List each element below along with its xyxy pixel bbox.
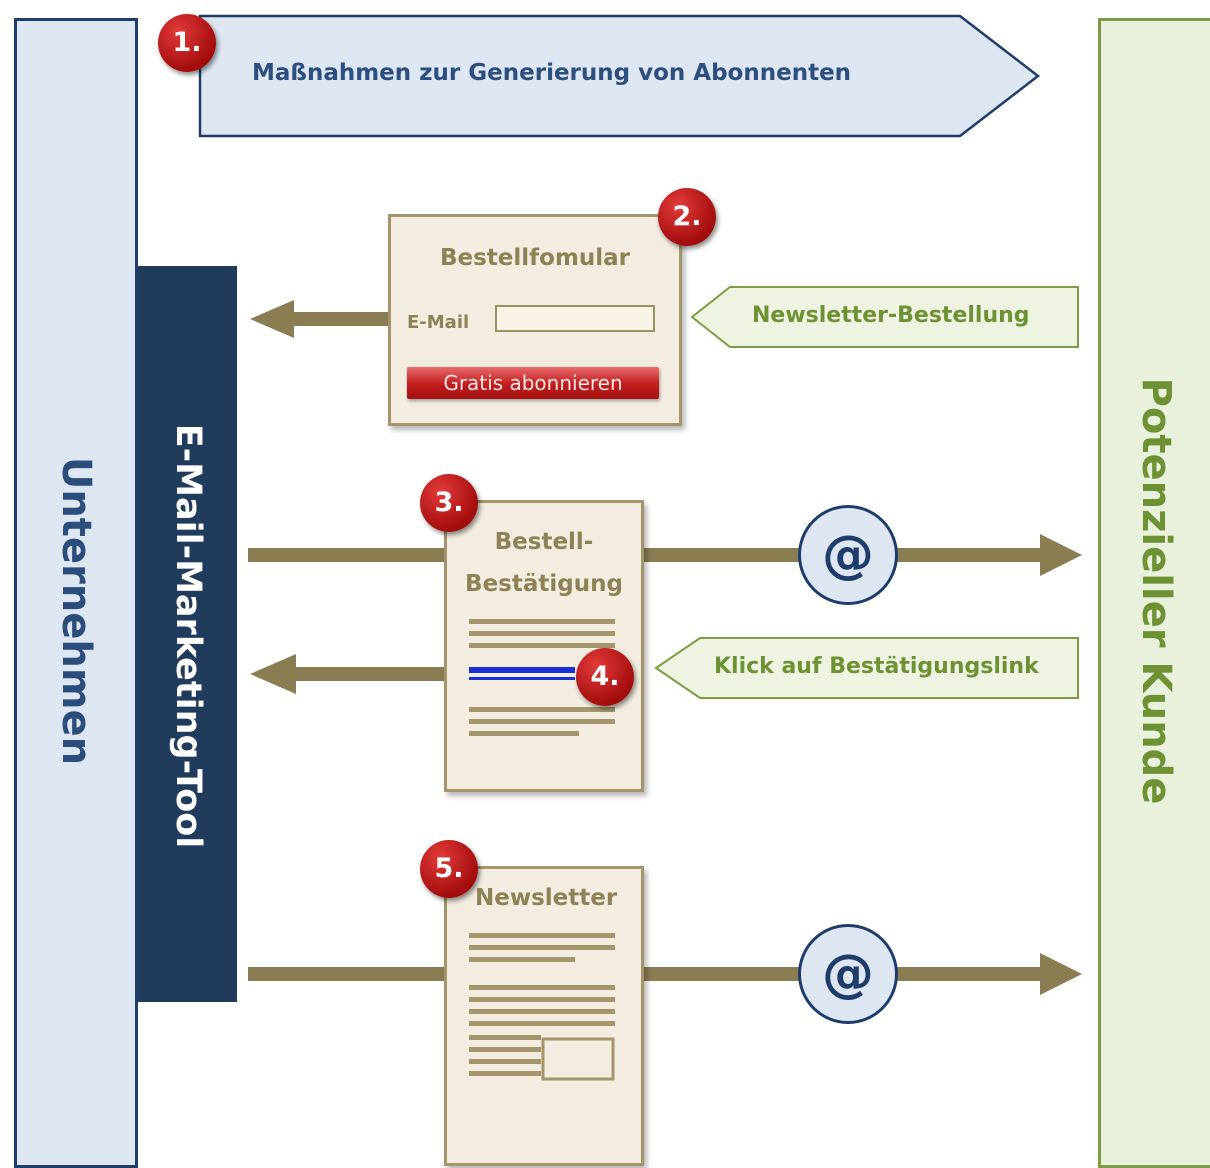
confirmation-title-line1: Bestell- xyxy=(494,529,594,555)
step4-badge: 4. xyxy=(576,648,634,706)
email-label: E-Mail xyxy=(407,312,470,333)
email-field[interactable] xyxy=(495,305,655,332)
tag-newsletter-order-label: Newsletter-Bestellung xyxy=(752,303,1030,328)
step2-badge: 2. xyxy=(658,188,716,246)
subscribe-button[interactable]: Gratis abonnieren xyxy=(407,367,659,399)
order-form-title: Bestellfomular xyxy=(439,245,631,271)
at-icon: @ xyxy=(798,505,898,605)
confirmation-title-line2: Bestätigung xyxy=(465,571,623,597)
company-lane: Unternehmen xyxy=(14,18,138,1168)
customer-lane: Potenzieller Kunde xyxy=(1098,18,1210,1168)
arrow-form-to-tool xyxy=(250,300,390,338)
marketing-tool-bar: E-Mail-Marketing-Tool xyxy=(138,266,237,1002)
confirmation-title: Bestell- Bestätigung xyxy=(447,521,641,605)
step1-badge: 1. xyxy=(158,14,216,72)
step1-banner-shape xyxy=(198,14,1041,138)
confirmation-card: Bestell- Bestätigung xyxy=(444,500,644,792)
confirmation-link-line xyxy=(469,667,575,673)
newsletter-doc-lines xyxy=(469,933,615,1081)
tag-click-confirm-label: Klick auf Bestätigungslink xyxy=(714,654,1039,679)
newsletter-image-placeholder xyxy=(541,1037,615,1081)
newsletter-title: Newsletter xyxy=(475,885,618,911)
at-icon: @ xyxy=(798,924,898,1024)
confirmation-doc-lines xyxy=(469,619,615,736)
order-form-card: Bestellfomular E-Mail Gratis abonnieren xyxy=(388,214,682,426)
step5-badge: 5. xyxy=(420,840,478,898)
step3-badge: 3. xyxy=(420,474,478,532)
step1-label: Maßnahmen zur Generierung von Abonnenten xyxy=(252,60,852,86)
newsletter-card: Newsletter xyxy=(444,866,644,1166)
tag-click-confirm-shape xyxy=(654,637,1079,699)
arrow-click-to-tool xyxy=(250,654,448,694)
tag-newsletter-order-shape xyxy=(690,286,1079,348)
arrow-confirmation-to-customer xyxy=(248,534,1082,576)
arrow-newsletter-to-customer xyxy=(248,953,1082,995)
